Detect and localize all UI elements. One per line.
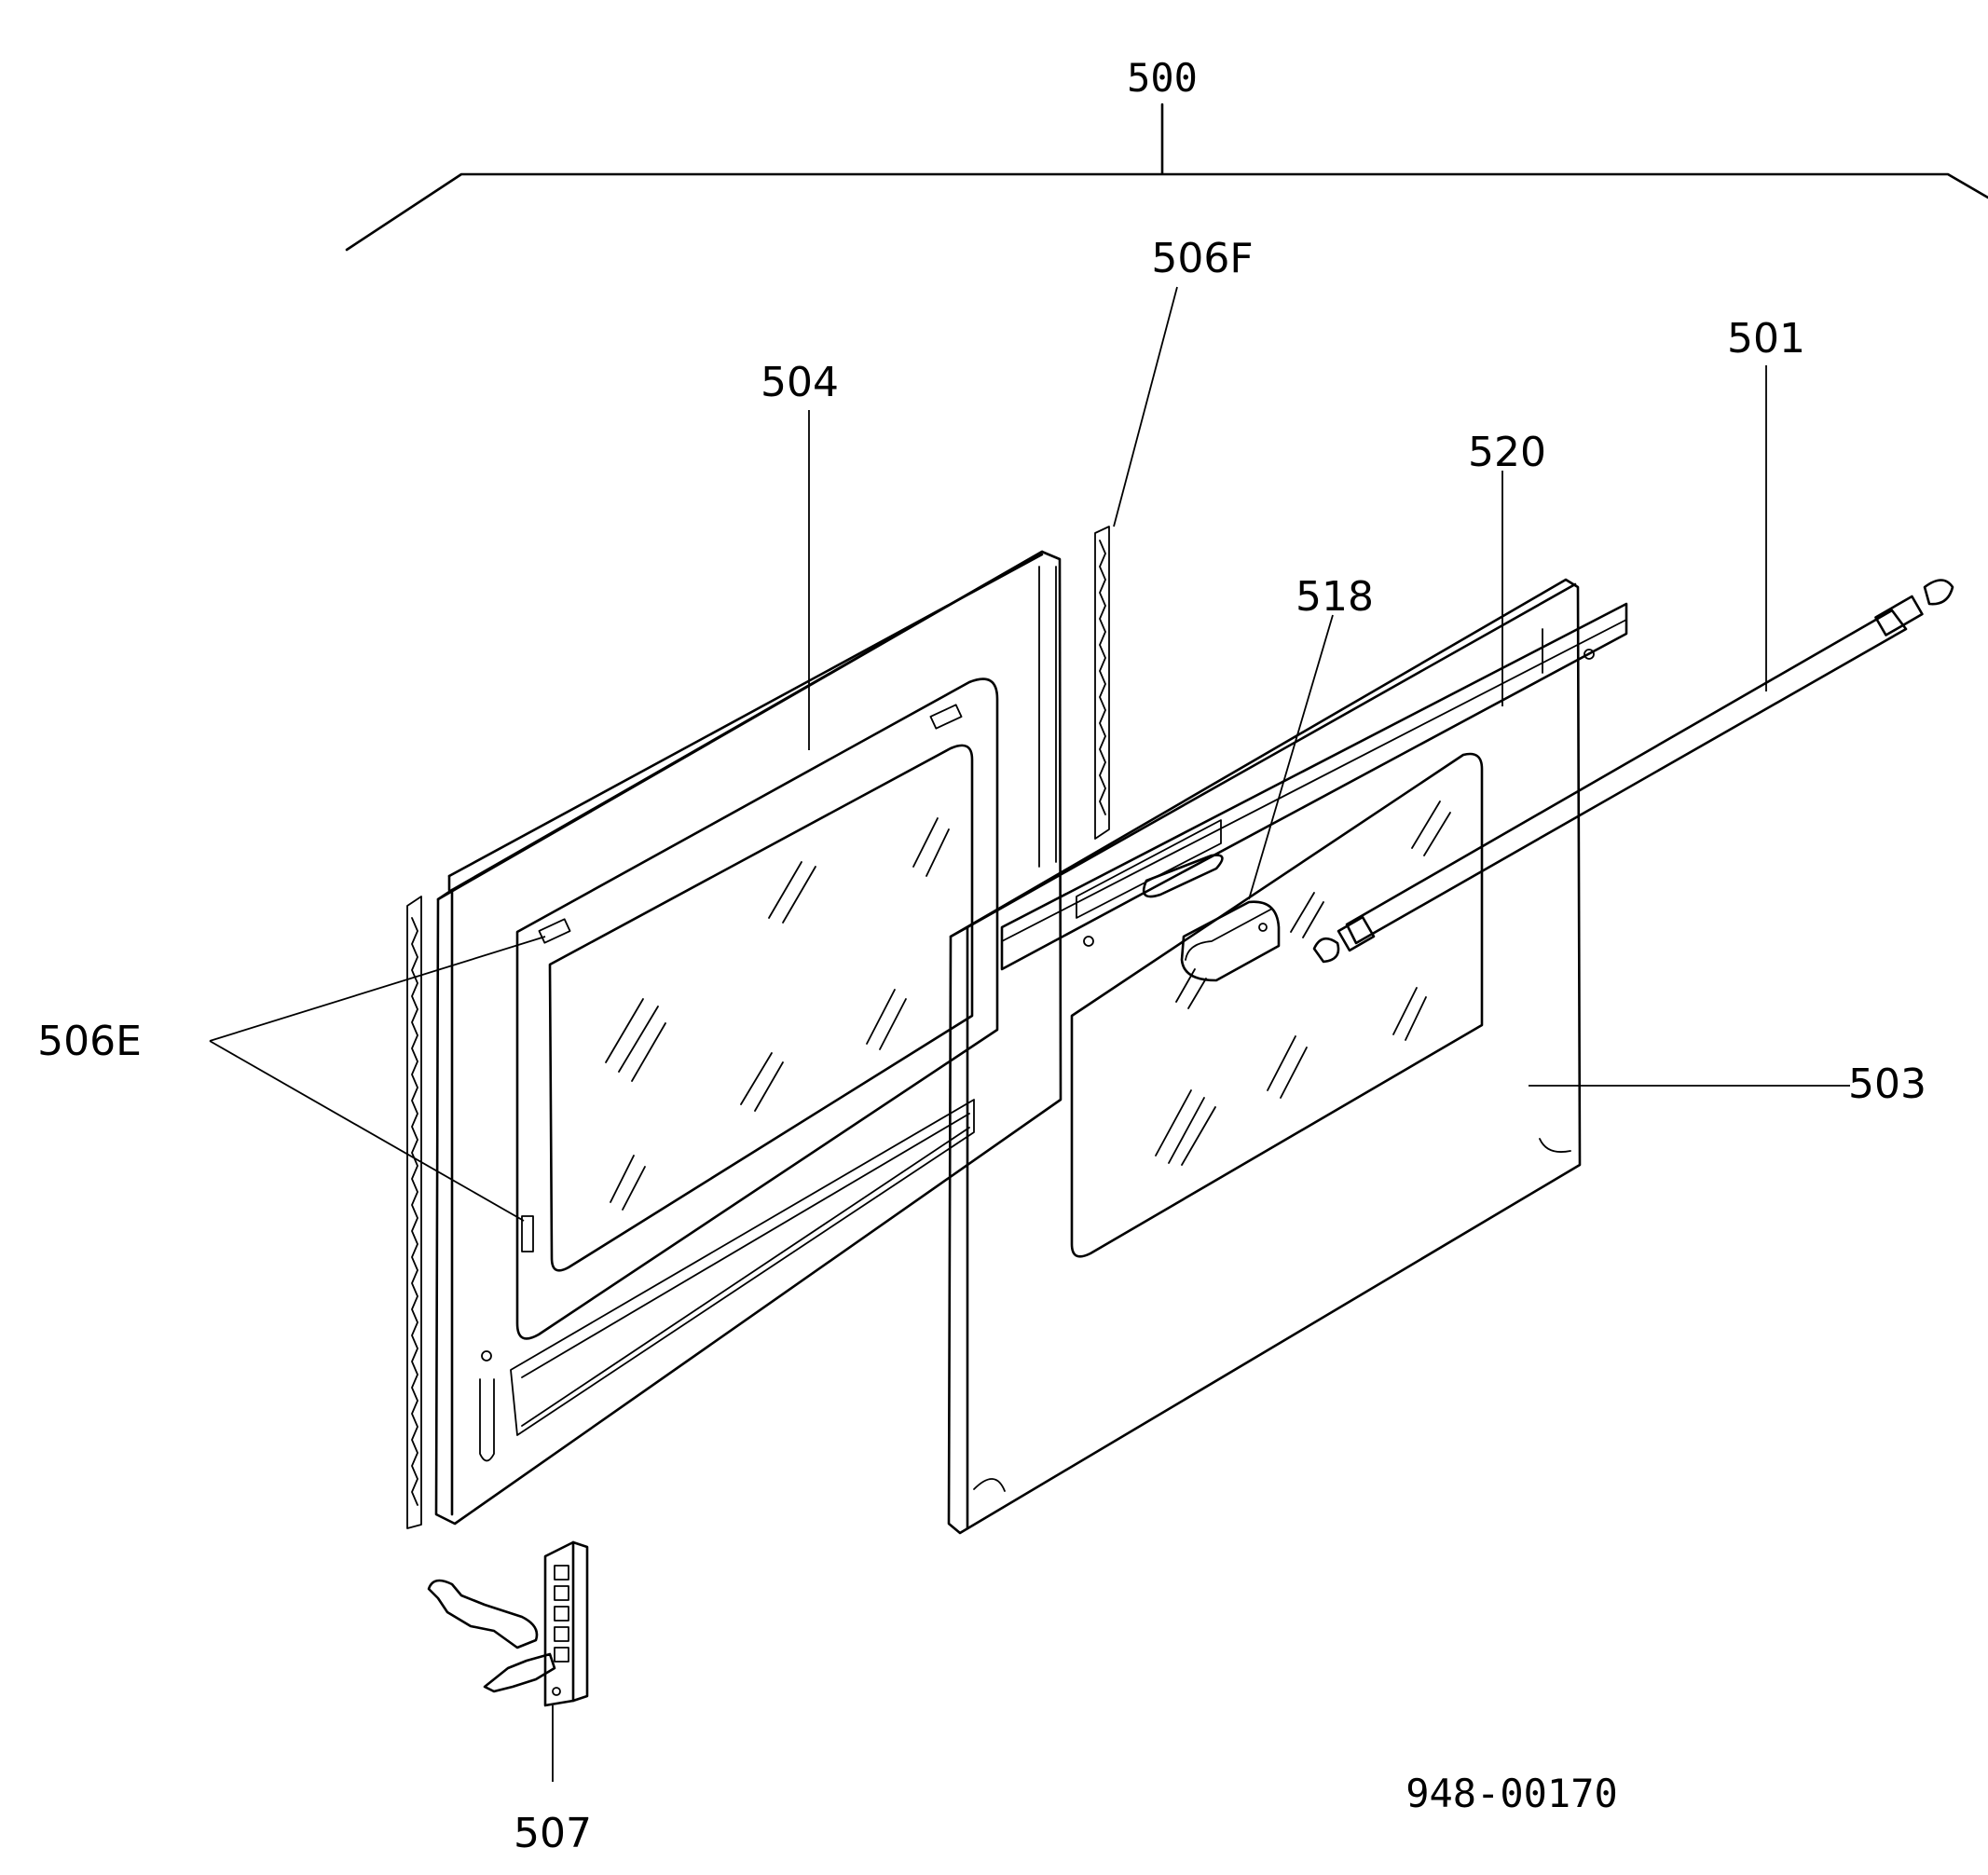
label-506E: 506E [37,1018,142,1065]
outer-door-panel-503 [947,578,1628,1535]
label-503: 503 [1848,1061,1926,1108]
assembly-bracket-500 [345,103,1988,252]
label-506F: 506F [1151,235,1253,282]
label-507: 507 [514,1810,592,1857]
hinge-507 [427,1540,589,1707]
label-520: 520 [1468,429,1546,476]
inner-door-panel-504 [434,550,1063,1526]
leader-lines [209,286,1850,1782]
label-501: 501 [1727,315,1805,363]
handle-rod-501 [1312,579,1954,964]
drawing-number: 948-00170 [1405,1771,1618,1816]
gasket-strip-506F [1094,526,1110,840]
label-504: 504 [761,359,839,406]
handle-bracket-518 [1180,900,1281,982]
label-518: 518 [1296,573,1374,621]
label-500: 500 [1127,55,1198,101]
gasket-strip-left [406,896,422,1529]
